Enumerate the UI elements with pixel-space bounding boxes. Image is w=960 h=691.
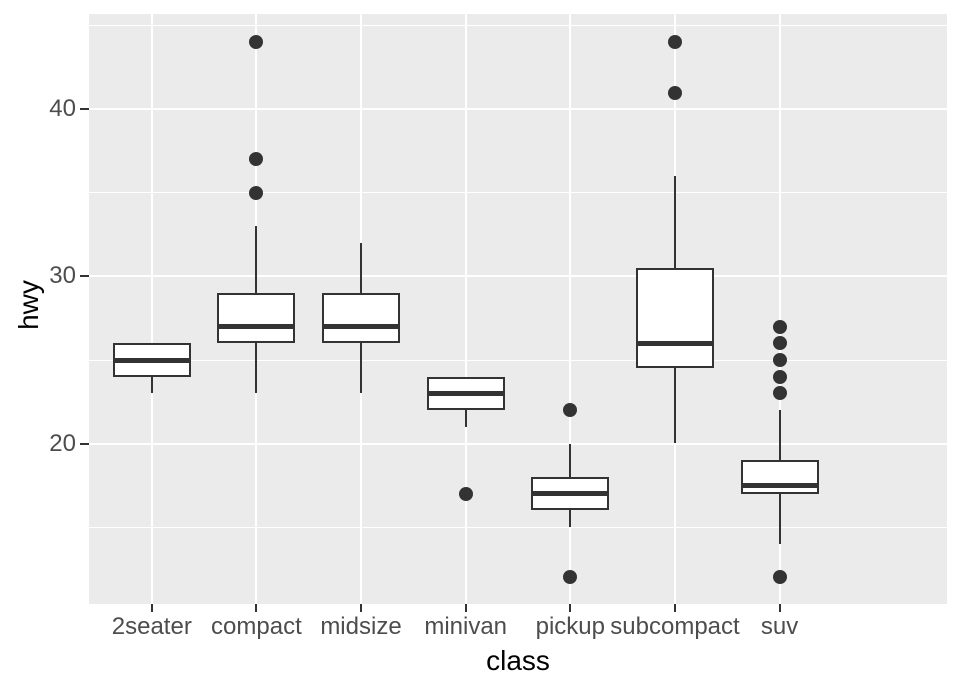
box-rect xyxy=(740,460,819,494)
boxplot-pickup xyxy=(89,14,947,604)
outlier-dot xyxy=(772,570,787,585)
outlier-dot xyxy=(772,386,787,401)
outlier-dot xyxy=(563,403,578,418)
y-tick-mark xyxy=(80,442,89,445)
box-rect xyxy=(636,268,714,369)
plot-panel xyxy=(89,14,947,604)
gridline-y-major xyxy=(89,108,947,111)
box-rect xyxy=(217,293,296,344)
whisker-lower xyxy=(674,368,676,444)
gridline-x-major xyxy=(569,14,572,604)
x-tick-label: pickup xyxy=(535,613,605,640)
whisker-upper xyxy=(255,226,258,294)
outlier-dot xyxy=(249,185,264,200)
outlier-dot xyxy=(772,336,787,351)
box-rect xyxy=(322,293,400,344)
gridline-y-major xyxy=(89,275,947,278)
whisker-lower xyxy=(778,493,781,544)
x-tick-mark xyxy=(464,604,467,612)
median-line xyxy=(740,482,819,488)
outlier-dot xyxy=(668,35,682,50)
x-axis-title: class xyxy=(486,645,550,676)
x-tick-label: midsize xyxy=(320,613,402,640)
x-tick-label: 2seater xyxy=(111,613,192,640)
whisker-upper xyxy=(569,443,572,477)
x-tick-label: minivan xyxy=(424,613,508,640)
outlier-dot xyxy=(772,353,787,367)
whisker-upper xyxy=(674,176,676,268)
gridline-x-major xyxy=(778,14,781,604)
outlier-dot xyxy=(772,369,787,384)
median-line xyxy=(426,390,505,396)
outlier-dot xyxy=(668,85,682,100)
boxplot-midsize xyxy=(89,14,947,604)
boxplot-minivan xyxy=(89,14,947,604)
whisker-upper xyxy=(778,410,781,461)
whisker-upper xyxy=(360,243,362,294)
gridline-x-major xyxy=(150,14,153,604)
x-tick-mark xyxy=(255,604,258,612)
gridline-y-minor xyxy=(89,359,947,361)
whisker-lower xyxy=(464,410,467,427)
gridline-y-major xyxy=(89,442,947,445)
median-line xyxy=(217,324,296,329)
outlier-dot xyxy=(563,570,578,585)
y-tick-label: 30 xyxy=(49,262,76,290)
x-tick-label: suv xyxy=(760,613,799,640)
outlier-dot xyxy=(458,486,473,501)
whisker-lower xyxy=(360,343,362,394)
whisker-lower xyxy=(569,510,572,528)
median-line xyxy=(322,324,400,329)
gridline-x-major xyxy=(464,14,467,604)
y-tick-mark xyxy=(80,275,89,278)
y-tick-mark xyxy=(80,108,89,111)
whisker-lower xyxy=(255,343,258,394)
x-tick-mark xyxy=(778,604,781,612)
gridline-y-minor xyxy=(89,526,947,528)
x-tick-mark xyxy=(674,604,676,612)
median-line xyxy=(531,491,610,497)
y-tick-label: 20 xyxy=(49,429,76,457)
boxplot-suv xyxy=(89,14,947,604)
gridline-y-minor xyxy=(89,25,947,27)
x-tick-label: subcompact xyxy=(610,613,740,640)
median-line xyxy=(112,357,191,363)
gridline-y-minor xyxy=(89,192,947,194)
outlier-dot xyxy=(249,152,264,167)
whisker-lower xyxy=(150,376,153,394)
outlier-dot xyxy=(249,35,264,50)
outlier-dot xyxy=(772,319,787,334)
x-tick-mark xyxy=(569,604,572,612)
y-tick-label: 40 xyxy=(49,95,76,123)
x-tick-mark xyxy=(150,604,153,612)
boxplot-subcompact xyxy=(89,14,947,604)
x-tick-label: compact xyxy=(211,613,302,640)
boxplot-2seater xyxy=(89,14,947,604)
boxplot-compact xyxy=(89,14,947,604)
median-line xyxy=(636,340,714,346)
x-tick-mark xyxy=(360,604,362,612)
